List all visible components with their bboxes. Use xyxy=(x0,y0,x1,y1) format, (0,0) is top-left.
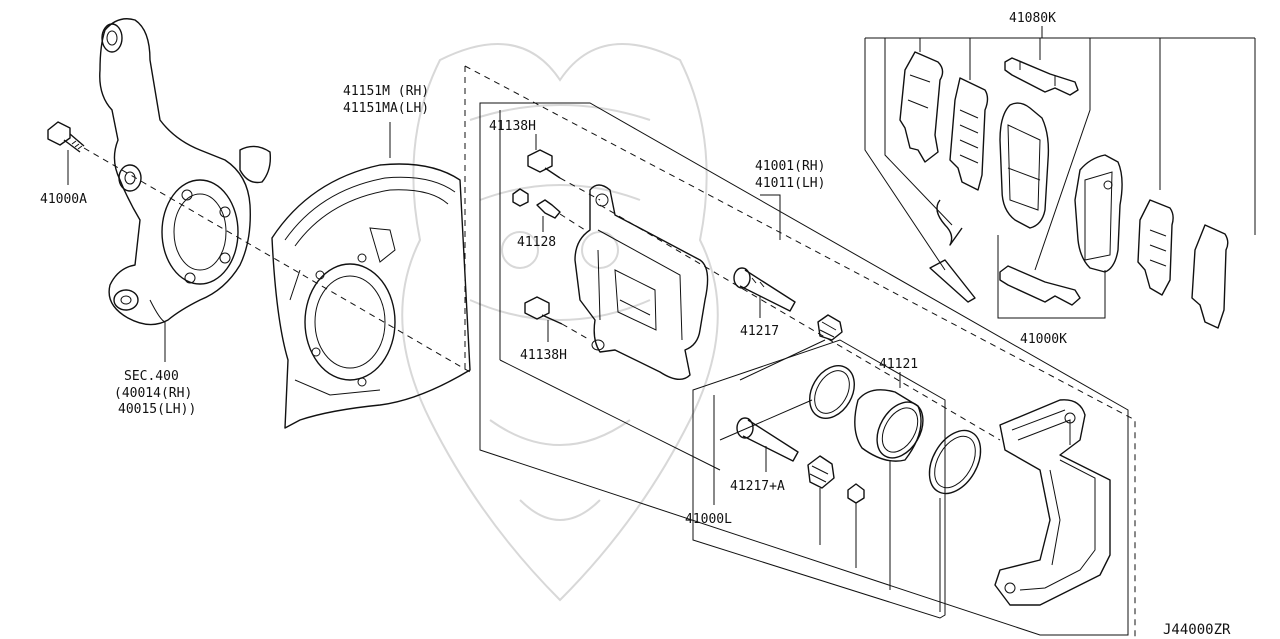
brake-pad-outer xyxy=(999,102,1050,229)
knuckle-axis-line xyxy=(83,147,471,373)
anti-rattle-clip-top xyxy=(1004,57,1079,96)
label-41121: 41121 xyxy=(879,357,918,372)
bleeder-bolt-top xyxy=(527,149,561,179)
caliper-piston xyxy=(854,389,924,462)
pad-shim-outer xyxy=(899,51,944,163)
knuckle-bolt xyxy=(47,121,85,153)
bleeder-bolt-bottom xyxy=(524,296,563,325)
caliper-group-dashed-outline xyxy=(464,65,1136,639)
label-41217A: 41217+A xyxy=(730,479,785,494)
bleeder-screw xyxy=(512,188,561,219)
steering-knuckle xyxy=(99,18,272,326)
piston-seal xyxy=(809,365,855,419)
label-41000L: 41000L xyxy=(685,512,732,527)
pad-shim-inner xyxy=(949,77,989,191)
brake-backing-plate xyxy=(271,163,471,429)
label-41001: 41001(RH) xyxy=(755,159,825,174)
label-41138H-top: 41138H xyxy=(489,119,536,134)
label-41080K: 41080K xyxy=(1009,11,1056,26)
pad-shim-outer-2 xyxy=(1191,224,1229,329)
watermark-logo xyxy=(401,43,719,602)
pin-boot-bottom xyxy=(807,455,865,504)
pad-shim-inner-2 xyxy=(1137,199,1174,296)
pin-boot-top xyxy=(817,314,843,341)
label-41000K: 41000K xyxy=(1020,332,1067,347)
label-41151M: 41151M (RH) xyxy=(343,84,429,99)
label-41138H-bottom: 41138H xyxy=(520,348,567,363)
brake-pad-inner xyxy=(1074,154,1123,273)
guide-pin xyxy=(733,267,796,312)
label-41151MA: 41151MA(LH) xyxy=(343,101,429,116)
caliper-bracket xyxy=(994,399,1111,606)
label-41128: 41128 xyxy=(517,235,556,250)
label-41217: 41217 xyxy=(740,324,779,339)
repair-kit-box xyxy=(692,339,946,619)
label-40015: 40015(LH)) xyxy=(118,402,196,417)
caliper-body xyxy=(574,184,709,380)
label-41011: 41011(LH) xyxy=(755,176,825,191)
anti-rattle-clip-bottom xyxy=(999,265,1081,306)
label-sec400: SEC.400 xyxy=(124,369,179,384)
caliper-group-box xyxy=(479,102,1129,636)
caliper-axis-line xyxy=(599,204,1001,441)
piston-dust-boot xyxy=(928,429,982,495)
guide-pin-a xyxy=(736,417,799,462)
label-41000A: 41000A xyxy=(40,192,87,207)
diagram-id: J44000ZR xyxy=(1163,622,1231,638)
pad-wear-spring xyxy=(929,199,976,303)
pad-kit-bracket xyxy=(997,235,1106,319)
label-40014: (40014(RH) xyxy=(114,386,192,401)
